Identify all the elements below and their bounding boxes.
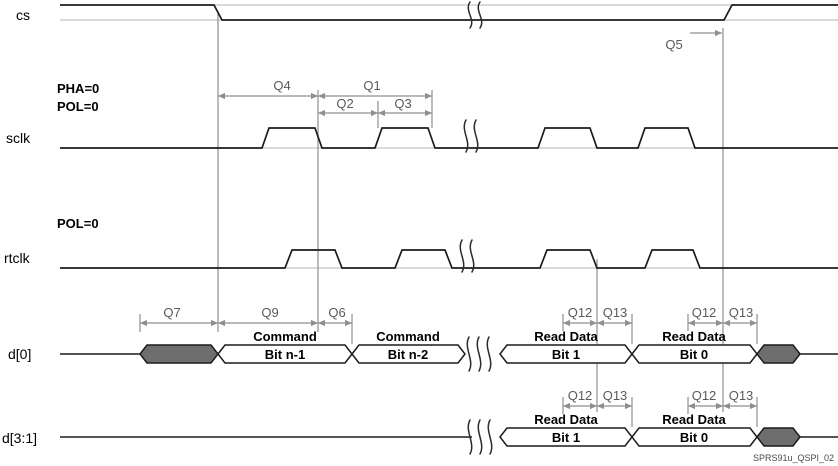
d31-signal-label: d[3:1] [2,430,37,446]
d31-break-mark [477,419,483,455]
cs-break-mark [467,1,473,29]
d0-command1-title: Command [253,329,317,344]
d0-undefined-segment-right [756,344,801,364]
rtclk-signal-label: rtclk [4,250,31,266]
dimension-arrows [140,29,757,410]
figure-id-watermark: SPRS91u_QSPI_02 [753,453,834,463]
cs-waveform [60,4,838,21]
d31-read0-bit: Bit 0 [680,430,708,445]
q3-label: Q3 [394,96,411,111]
q12-label-d31-first: Q12 [568,388,593,403]
d0-break-mark [476,336,482,372]
sclk-break-mark [463,119,469,153]
q12-label-d0-second: Q12 [692,305,717,320]
q13-label-d31-second: Q13 [729,388,754,403]
sclk-signal-label: sclk [6,130,31,146]
q13-label-d0-second: Q13 [729,305,754,320]
cs-break-mark [477,1,483,29]
q7-label: Q7 [163,305,180,320]
d31-undefined-segment-right [756,427,801,447]
rtclk-break-mark [459,239,465,273]
d31-bus [60,427,838,447]
rtclk-waveform [60,249,838,269]
d0-break-mark [486,336,492,372]
timeline-break-marks [459,1,493,455]
d0-signal-label: d[0] [8,346,31,362]
sclk-pol-label: POL=0 [57,99,99,114]
q1-label: Q1 [363,78,380,93]
d0-read1-title: Read Data [534,329,598,344]
q5-label: Q5 [665,37,682,52]
d0-command1-bit: Bit n-1 [265,347,305,362]
d0-command2-title: Command [376,329,440,344]
d31-break-mark [487,419,493,455]
d0-cell-command-bit-n2 [351,344,466,364]
d31-read0-title: Read Data [662,412,726,427]
d31-read1-bit: Bit 1 [552,430,580,445]
d31-break-mark [467,419,473,455]
sclk-waveform [60,127,838,149]
sclk-pha-label: PHA=0 [57,81,99,96]
d0-read0-bit: Bit 0 [680,347,708,362]
q2-label: Q2 [336,96,353,111]
q4-label: Q4 [273,78,290,93]
q13-label-d0-first: Q13 [603,305,628,320]
d0-read0-title: Read Data [662,329,726,344]
d31-read1-title: Read Data [534,412,598,427]
q6-label: Q6 [328,305,345,320]
q12-label-d31-second: Q12 [692,388,717,403]
d0-break-mark [466,336,472,372]
rtclk-pol-label: POL=0 [57,216,99,231]
rtclk-break-mark [469,239,475,273]
d0-undefined-segment-left [139,344,219,364]
cs-signal-label: cs [16,7,30,23]
d0-command2-bit: Bit n-2 [388,347,428,362]
d0-read1-bit: Bit 1 [552,347,580,362]
signal-rails [60,4,838,269]
d0-bus [60,344,838,364]
sclk-break-mark [473,119,479,153]
q9-label: Q9 [261,305,278,320]
q12-label-d0-first: Q12 [568,305,593,320]
q13-label-d31-first: Q13 [603,388,628,403]
